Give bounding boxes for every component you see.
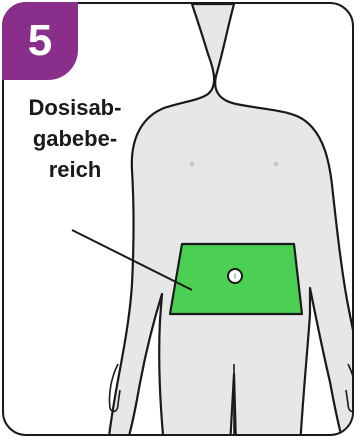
body-silhouette	[108, 4, 354, 436]
nipple-right	[274, 162, 279, 167]
navel-center	[234, 273, 237, 279]
injection-area-label: Dosisab- gabebe- reich	[20, 92, 130, 185]
nipple-left	[190, 162, 195, 167]
step-number-badge: 5	[2, 2, 78, 80]
